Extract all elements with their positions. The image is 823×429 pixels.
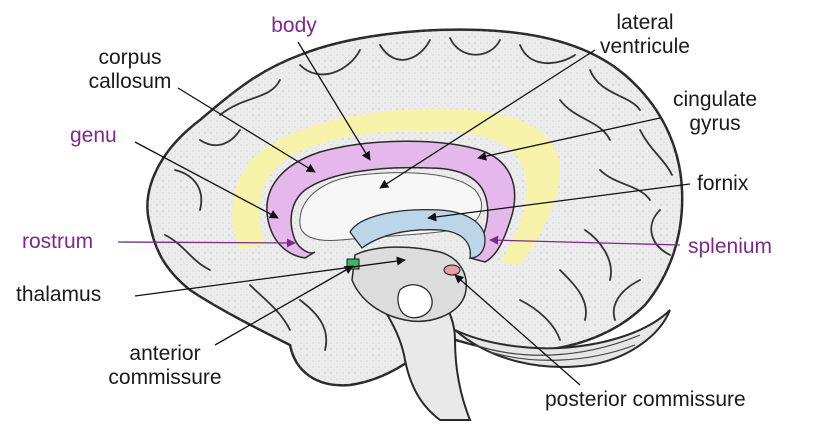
label-cingulate-gyrus: cingulate gyrus	[650, 88, 780, 136]
label-corpus-callosum-line1: corpus	[98, 46, 162, 69]
leader-posterior-commissure	[454, 274, 581, 386]
thalamus-region	[351, 246, 467, 322]
label-body-text: body	[271, 14, 317, 37]
label-anterior-commissure-line1: anterior	[129, 342, 201, 365]
label-rostrum-text: rostrum	[22, 230, 94, 253]
leader-thalamus	[134, 256, 406, 297]
label-genu-text: genu	[70, 124, 117, 147]
label-lateral-ventricle: lateral ventricule	[570, 11, 720, 59]
label-cingulate-gyrus-line2: gyrus	[689, 112, 741, 135]
leader-corpus-callosum	[177, 87, 316, 173]
label-rostrum: rostrum	[22, 230, 117, 254]
gyri-lines	[164, 37, 673, 351]
label-lateral-ventricle-line1: lateral	[616, 11, 674, 34]
label-corpus-callosum: corpus callosum	[72, 46, 188, 94]
cerebellum-folia	[474, 334, 641, 361]
leader-genu	[134, 141, 279, 219]
label-anterior-commissure-line2: commissure	[108, 366, 222, 389]
label-fornix-text: fornix	[697, 172, 749, 195]
leader-fornix	[427, 183, 691, 222]
cingulate-gyrus-region	[232, 108, 561, 265]
leader-splenium	[489, 235, 681, 246]
leader-body	[297, 41, 371, 161]
label-thalamus: thalamus	[16, 283, 136, 307]
label-body: body	[262, 14, 326, 38]
label-cingulate-gyrus-line1: cingulate	[672, 88, 758, 111]
leader-anterior-commissure	[214, 265, 354, 346]
label-thalamus-text: thalamus	[16, 283, 102, 306]
fornix-region	[349, 209, 486, 259]
label-splenium: splenium	[688, 235, 798, 259]
label-corpus-callosum-line2: callosum	[88, 70, 172, 93]
label-fornix: fornix	[697, 172, 777, 196]
label-posterior-commissure: posterior commissure	[545, 388, 805, 412]
label-splenium-text: splenium	[688, 235, 773, 258]
pineal-region	[397, 284, 433, 319]
leader-rostrum	[117, 238, 296, 248]
posterior-commissure-marker	[443, 264, 461, 276]
leader-lines	[117, 41, 691, 386]
label-lateral-ventricle-line2: ventricule	[600, 35, 690, 58]
label-genu: genu	[70, 124, 140, 148]
label-anterior-commissure: anterior commissure	[100, 342, 230, 390]
leader-cingulate-gyrus	[477, 117, 661, 161]
label-posterior-commissure-text: posterior commissure	[545, 388, 746, 411]
leader-lateral-ventricle	[379, 49, 596, 189]
